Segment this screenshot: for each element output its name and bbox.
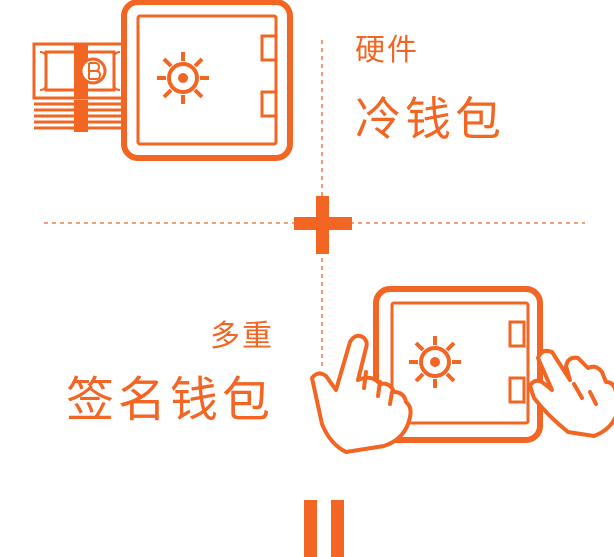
right-hand-icon — [528, 348, 614, 438]
multisig-wallet-subtitle: 多重 — [210, 319, 274, 354]
bitcoin-icon — [79, 57, 107, 85]
hardware-wallet-subtitle: 硬件 — [355, 33, 419, 68]
divider-lines — [44, 40, 585, 370]
left-hand-icon — [310, 333, 413, 454]
multisig-wallet-title: 签名钱包 — [65, 372, 274, 428]
cash-bundle-icon — [32, 42, 128, 132]
equals-icon — [304, 500, 344, 557]
safe-icon — [121, 0, 293, 161]
plus-icon — [294, 196, 352, 254]
hardware-wallet-title: 冷钱包 — [355, 92, 505, 146]
